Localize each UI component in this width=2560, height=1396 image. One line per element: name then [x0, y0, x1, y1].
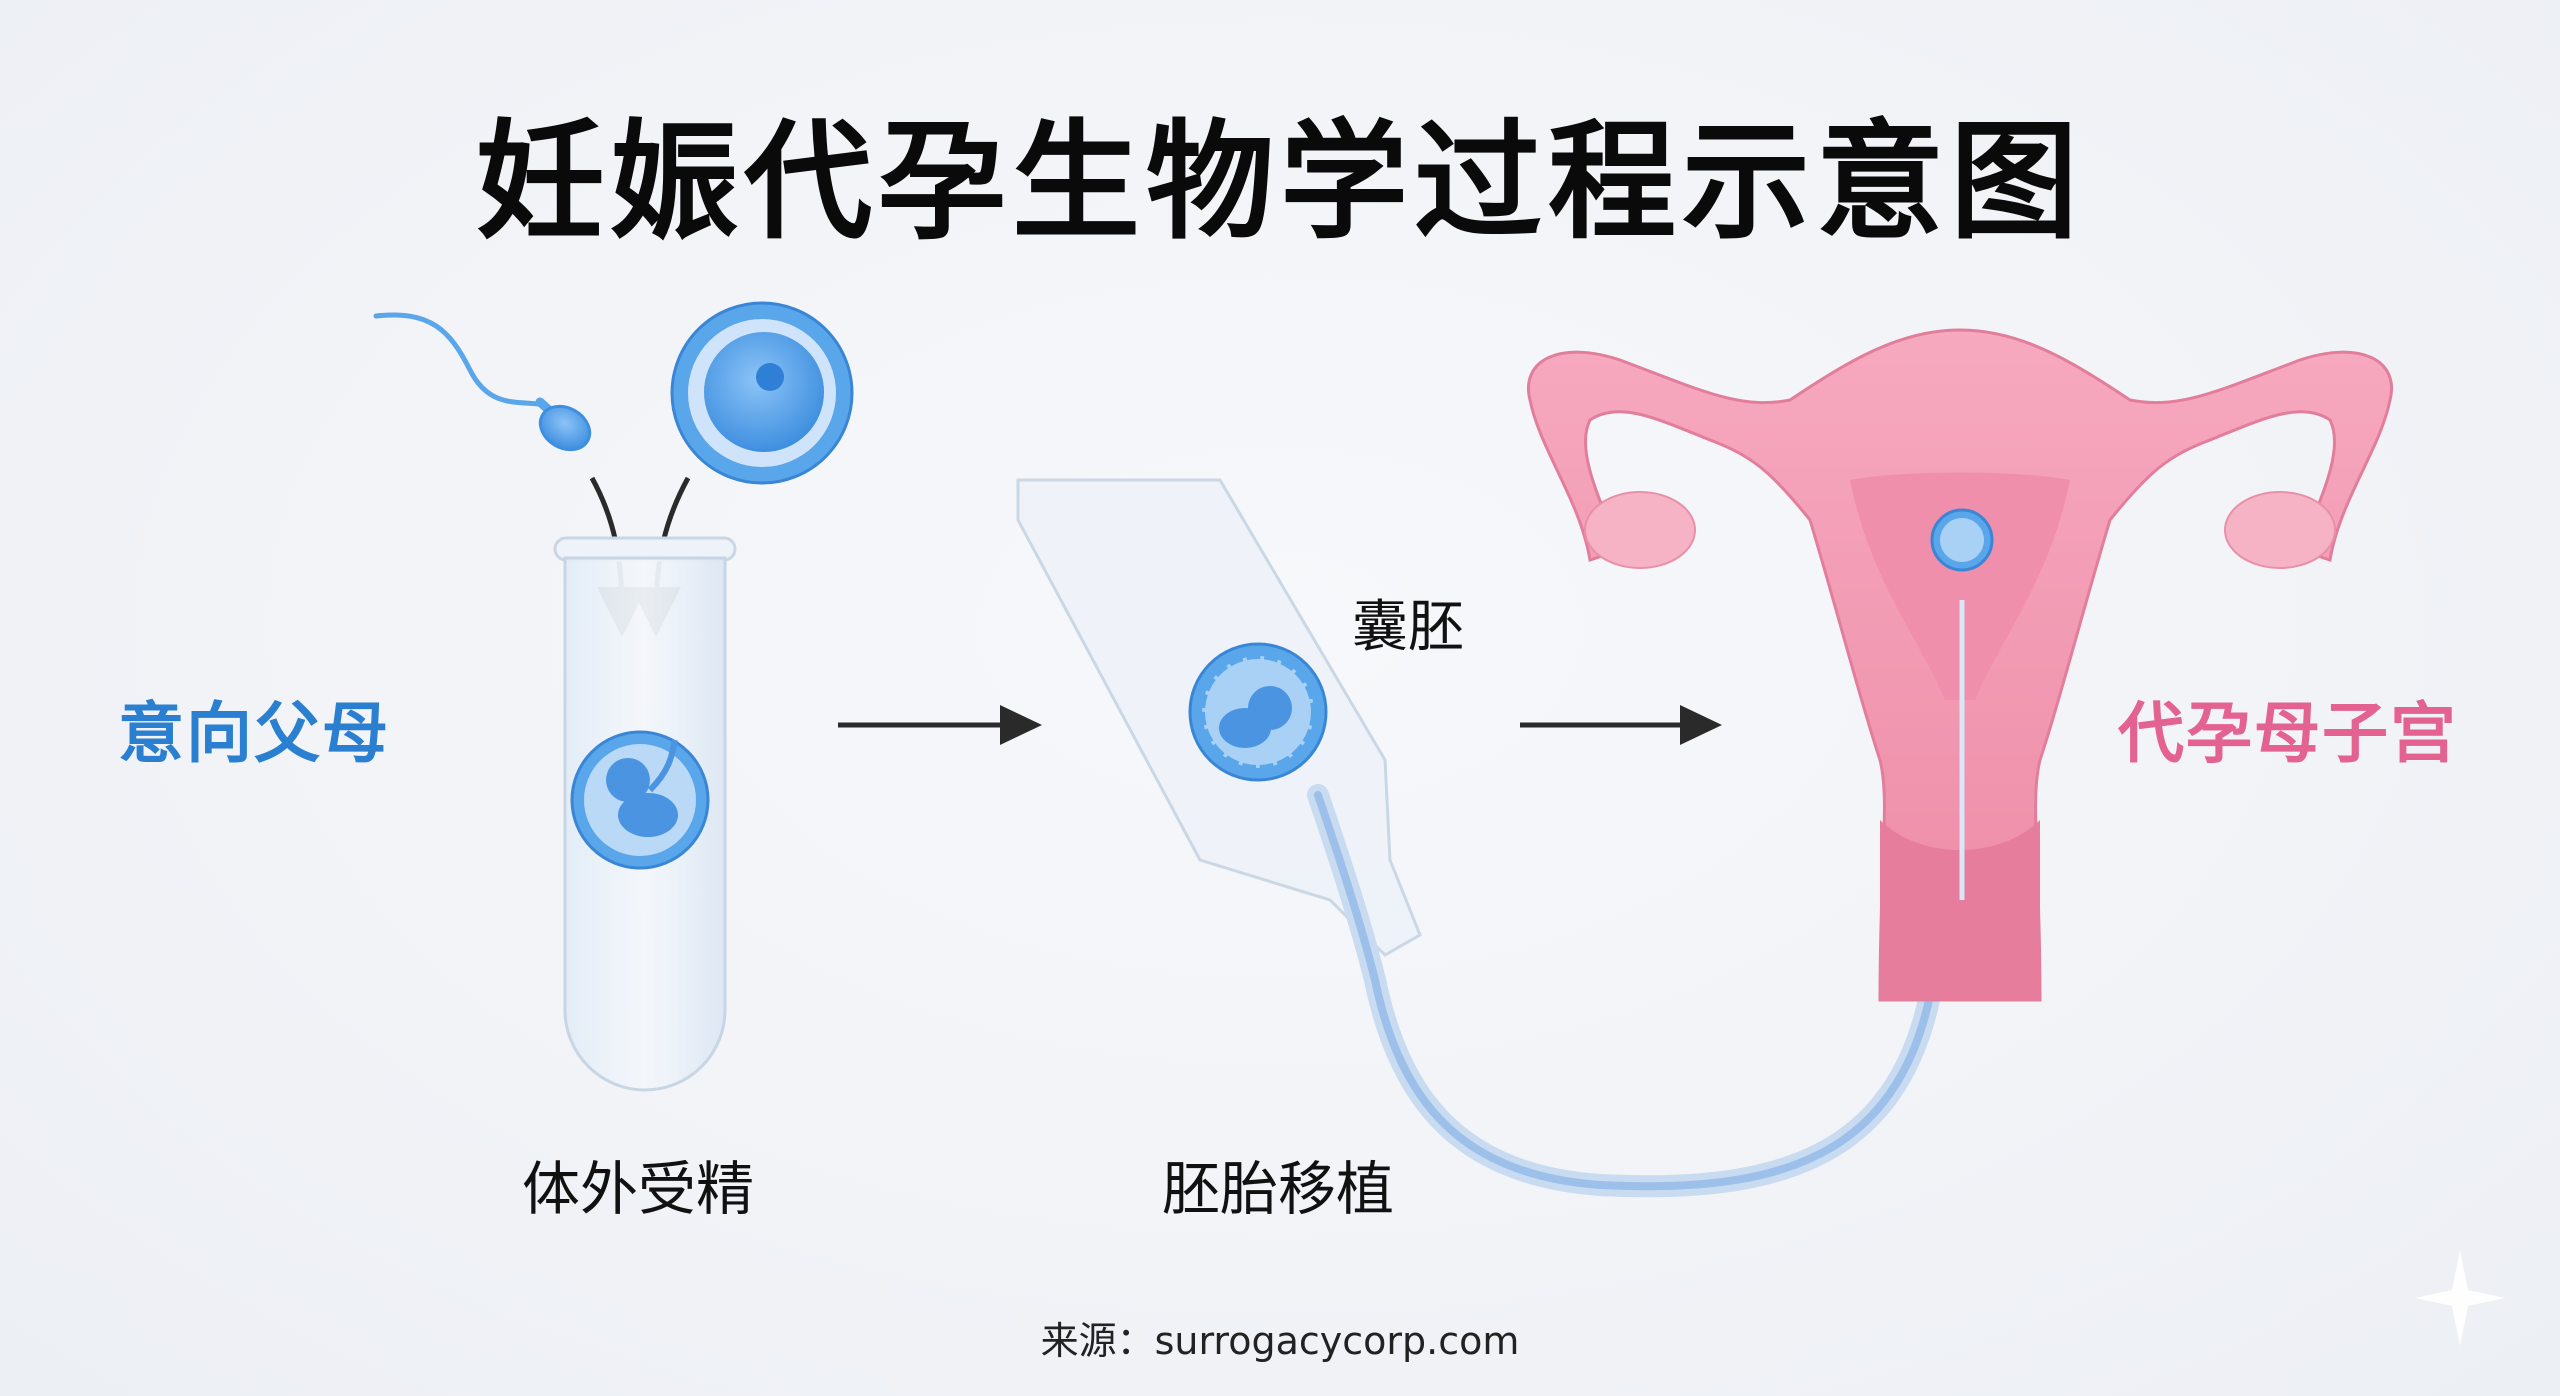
egg-cell-icon — [670, 301, 854, 485]
ivf-label: 体外受精 — [522, 1155, 755, 1223]
source-caption: 来源：surrogacycorp.com — [1040, 1319, 1520, 1363]
embryo-transfer-label: 胚胎移植 — [1162, 1155, 1395, 1223]
pipette-catheter-icon — [1016, 478, 1951, 1198]
embryo-icon — [570, 730, 710, 870]
surrogate-uterus-label: 代孕母子宫 — [2118, 695, 2458, 772]
uterus-icon — [1527, 328, 2393, 1002]
page-title: 妊娠代孕生物学过程示意图 — [475, 108, 2084, 257]
sparkle-icon — [2415, 1250, 2505, 1346]
intended-parents-label: 意向父母 — [118, 695, 390, 772]
sperm-icon — [373, 312, 592, 452]
blastocyst-icon — [1188, 642, 1328, 782]
blastocyst-label: 囊胚 — [1352, 595, 1464, 660]
